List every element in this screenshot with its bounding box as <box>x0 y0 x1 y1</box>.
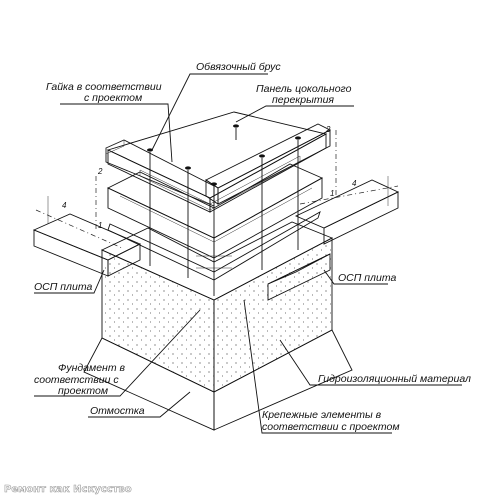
leader-osb-left <box>34 269 105 294</box>
labels: Обвязочный брус Гайка в соответствии с п… <box>34 61 471 433</box>
mark-right-top-2: 2 <box>325 125 331 134</box>
osb-plate-left <box>32 196 142 277</box>
leader-binding-beam <box>151 73 268 151</box>
label-osb-left: ОСП плита <box>34 281 92 293</box>
mark-right-mid-4: 4 <box>352 179 357 188</box>
bolt-2 <box>185 166 191 278</box>
leader-panel <box>235 105 354 123</box>
label-waterproofing: Гидроизоляционный материал <box>318 373 471 385</box>
floor-panel <box>106 111 328 213</box>
label-foundation-line1: Фундамент в <box>58 362 125 374</box>
label-binding-beam: Обвязочный брус <box>196 61 281 73</box>
bolt-3 <box>211 182 217 296</box>
label-osb-right: ОСП плита <box>338 272 396 284</box>
foundation <box>100 221 334 393</box>
label-nut-line2: с проектом <box>84 92 142 104</box>
leader-osb-right <box>323 269 388 285</box>
leader-nut <box>60 103 173 163</box>
bolt-1 <box>147 148 153 266</box>
label-foundation-line3: проектом <box>58 385 108 397</box>
label-nut-line1: Гайка в соответствии <box>46 81 162 93</box>
leader-foundation <box>34 309 201 397</box>
foundation-top <box>100 221 334 301</box>
floor-panel-top <box>106 111 328 199</box>
mark-left-low-1: 1 <box>98 221 102 230</box>
foundation-left-face-dots <box>102 250 214 392</box>
watermark: Ремонт как Искусство <box>4 484 132 495</box>
bolt-6 <box>233 124 239 140</box>
leader-fasteners <box>243 299 392 434</box>
blind-area <box>83 329 353 431</box>
fasteners <box>147 124 301 296</box>
label-fasteners-line2: соответствии с проектом <box>262 421 400 433</box>
mark-left-mid-4: 4 <box>62 201 67 210</box>
label-foundation-line2: соответствии с <box>34 374 119 386</box>
label-panel-line1: Панель цокольного <box>256 83 352 95</box>
mark-right-low-1: 1 <box>330 189 334 198</box>
leader-blind-area <box>88 391 191 418</box>
bolt-5 <box>295 136 301 250</box>
bolt-4 <box>259 154 265 270</box>
mark-left-top-2: 2 <box>97 167 103 176</box>
label-blind-area: Отмостка <box>90 405 145 417</box>
leader-waterproofing <box>279 339 462 386</box>
foundation-right-face-dots <box>214 238 332 392</box>
label-fasteners-line1: Крепежные элементы в <box>262 409 382 421</box>
section-marks <box>95 130 337 269</box>
leader-lines <box>34 73 462 434</box>
label-panel-line2: перекрытия <box>272 94 334 106</box>
